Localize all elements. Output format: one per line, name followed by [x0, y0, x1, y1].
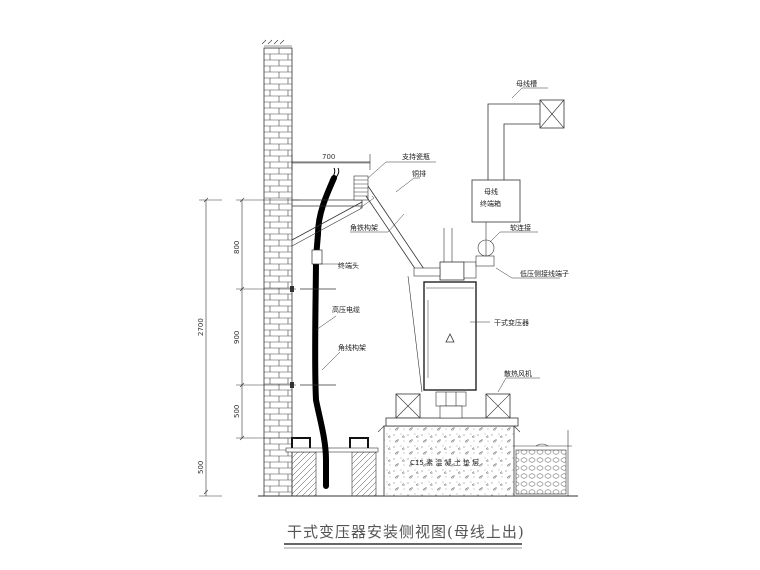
dimension-text: 700 2700 800 900 500 500	[197, 153, 335, 474]
annotation-labels: 母线槽 母线 终端箱 支持瓷瓶 铜排 角铁构架 软连接 低压侧接线端子 终端头 …	[332, 79, 569, 378]
concrete-foundation: C15 素 混 凝 土 垫 层	[377, 425, 521, 497]
dimension-lines	[199, 162, 370, 497]
cable-head-label: 终端头	[338, 261, 359, 270]
cable-head	[311, 249, 323, 265]
dim-seg-1: 800	[233, 241, 241, 254]
dry-transformer	[385, 228, 519, 427]
dim-seg-4: 500	[197, 461, 205, 474]
gravel-fill	[514, 430, 572, 496]
steel-bracket-label: 角铁构架	[350, 223, 378, 232]
dry-transformer-label: 干式变压器	[494, 318, 529, 327]
drawing-title-block: 干式变压器安装侧视图(母线上出)	[284, 523, 525, 549]
busbar-trough-label: 母线槽	[516, 79, 537, 88]
leader-lines	[315, 87, 560, 393]
support-insulator-label: 支持瓷瓶	[402, 152, 430, 161]
dim-seg-2: 900	[233, 331, 241, 344]
hv-cable-label: 高压电缆	[332, 305, 360, 314]
dim-total-height: 2700	[197, 318, 205, 336]
terminal-box-label-2: 终端箱	[480, 199, 501, 208]
foundation-label: C15 素 混 凝 土 垫 层	[410, 458, 479, 467]
soft-connector-label: 软连接	[510, 223, 531, 232]
dim-top-width: 700	[322, 153, 335, 161]
wall-bracket	[291, 154, 371, 247]
cable-bracket-label: 角线构架	[338, 343, 366, 352]
cooling-fan-label: 散热风机	[504, 369, 532, 378]
busbar-label: 铜排	[412, 169, 426, 178]
drawing-title: 干式变压器安装侧视图(母线上出)	[287, 523, 525, 541]
cable-trench	[285, 437, 379, 497]
busbar-line	[365, 185, 427, 277]
terminal-box-label-1: 母线	[484, 187, 498, 196]
busbar-trough	[471, 99, 565, 257]
lv-terminal-label: 低压侧接线端子	[520, 269, 569, 278]
brick-wall	[261, 39, 293, 497]
dim-seg-3: 500	[233, 405, 241, 418]
